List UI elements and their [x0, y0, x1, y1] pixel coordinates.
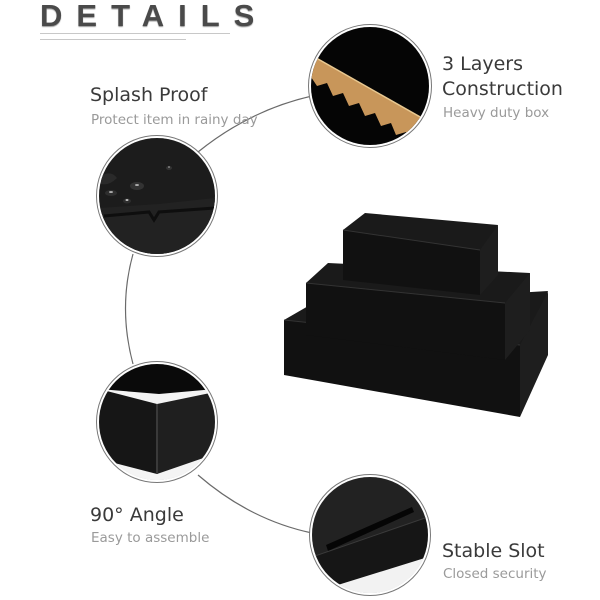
feature-title: Splash Proof — [90, 84, 208, 106]
feature-subtitle: Closed security — [443, 566, 547, 582]
feature-subtitle: Heavy duty box — [443, 105, 550, 121]
feature-title-line1: 3 Layers — [442, 53, 524, 75]
feature-title: Stable Slot — [442, 540, 545, 562]
corrugated-layers-icon — [311, 27, 429, 145]
title-underline-long — [40, 33, 230, 34]
page-title: DETAILS — [40, 0, 269, 33]
feature-title-line2: Construction — [442, 78, 563, 100]
box-corner-icon — [99, 364, 215, 480]
feature-subtitle: Protect item in rainy day — [91, 112, 258, 128]
water-droplets-icon — [99, 138, 215, 254]
feature-subtitle: Easy to assemble — [91, 530, 210, 546]
product-image-stacked-boxes — [280, 195, 550, 424]
title-underline-short — [40, 39, 186, 40]
feature-title: 90° Angle — [90, 504, 184, 526]
box-slot-icon — [312, 477, 428, 593]
